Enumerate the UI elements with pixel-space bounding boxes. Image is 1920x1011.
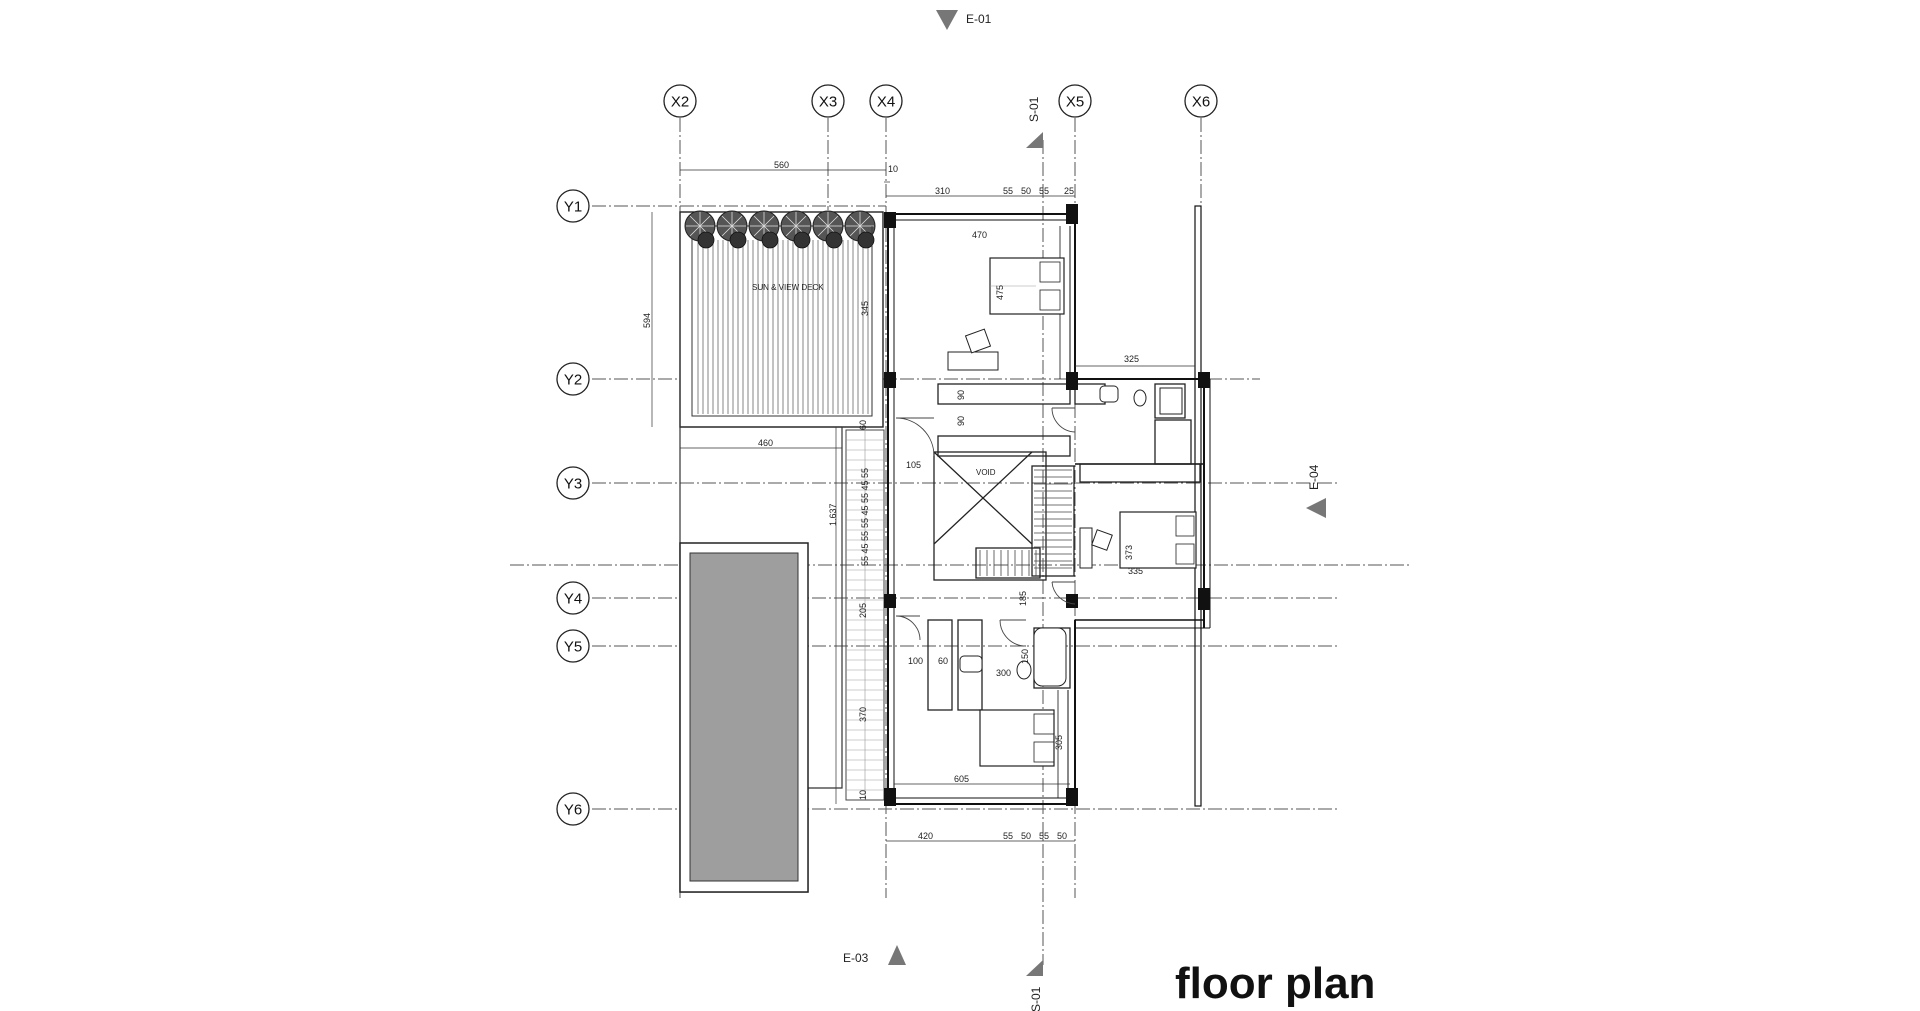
- pool: [679, 542, 809, 893]
- grid-bubble-y6: [556, 792, 590, 826]
- dim-420: 420: [918, 831, 933, 841]
- shrub: [812, 210, 844, 249]
- grid-label-x5: X5: [1066, 94, 1084, 111]
- section-markers: [888, 10, 1326, 976]
- dim-310: 310: [935, 186, 950, 196]
- dim-335: 335: [1128, 566, 1143, 576]
- dim-605: 605: [954, 774, 969, 784]
- dim-60-top: 60: [858, 420, 868, 430]
- shrub: [780, 210, 812, 249]
- door-swings: [895, 407, 1076, 647]
- elevation-e04-label: E-04: [1307, 464, 1321, 490]
- dim-594: 594: [642, 313, 652, 328]
- dim-55a: 55: [1003, 186, 1013, 196]
- grid-label-y4: Y4: [564, 591, 582, 608]
- shrub: [748, 210, 780, 249]
- dim-460: 460: [758, 438, 773, 448]
- grid-bubble-y5: [556, 629, 590, 663]
- grid-label-y5: Y5: [564, 639, 582, 656]
- grid-bubble-x2: [663, 84, 697, 118]
- dim-373: 373: [1124, 545, 1134, 560]
- bathroom-fixtures: [959, 385, 1183, 687]
- grid-bubble-y2: [556, 362, 590, 396]
- dim-100: 100: [908, 656, 923, 666]
- planting-row: [684, 210, 876, 249]
- grid-bubble-x5: [1058, 84, 1092, 118]
- dim-305: 305: [1054, 735, 1064, 750]
- drawing-title: floor plan: [1175, 959, 1375, 1008]
- shrub: [716, 210, 748, 249]
- section-s01-bottom-arrow: [1026, 960, 1043, 976]
- grid-lines: [510, 118, 1410, 965]
- staircase: [979, 469, 1072, 576]
- grid-bubble-labels: X2 X3 X4 X5 X6 Y1 Y2 Y3 Y4 Y5 Y6: [564, 94, 1210, 819]
- grid-bubble-y1: [556, 189, 590, 223]
- dim-90b: 90: [956, 416, 966, 426]
- dim-345: 345: [860, 301, 870, 316]
- dim-90a: 90: [956, 390, 966, 400]
- dim-60: 60: [938, 656, 948, 666]
- dim-470: 470: [972, 230, 987, 240]
- dim-300: 300: [996, 668, 1011, 678]
- elevation-e01-label: E-01: [966, 12, 992, 26]
- grid-label-y2: Y2: [564, 372, 582, 389]
- dim-105: 105: [906, 460, 921, 470]
- dimension-texts: 560 10 310 55 50 55 25 470 475 594 345 3…: [642, 160, 1143, 841]
- shrub: [844, 210, 876, 249]
- bedroom-1-desk: [947, 328, 999, 371]
- dim-50b: 50: [1021, 831, 1031, 841]
- section-s01-bottom-label: S-01: [1029, 986, 1043, 1011]
- grid-label-y6: Y6: [564, 802, 582, 819]
- sun-view-deck: [679, 211, 884, 428]
- dim-50c: 50: [1057, 831, 1067, 841]
- structural-columns: [884, 204, 1210, 806]
- dim-150: 150: [1020, 649, 1030, 664]
- grid-label-x3: X3: [819, 94, 837, 111]
- grid-bubble-y3: [556, 466, 590, 500]
- dim-10-bottom: 10: [858, 790, 868, 800]
- section-s01-top-arrow: [1026, 132, 1043, 148]
- dim-50a: 50: [1021, 186, 1031, 196]
- bedroom-1-bed: [989, 257, 1065, 315]
- bedroom-2-bed: [1119, 511, 1197, 569]
- grid-label-x2: X2: [671, 94, 689, 111]
- dim-370: 370: [858, 707, 868, 722]
- grid-bubble-x6: [1184, 84, 1218, 118]
- room-label-deck: SUN & VIEW DECK: [752, 283, 824, 292]
- grid-label-x4: X4: [877, 94, 895, 111]
- dimension-lines: [651, 169, 1195, 842]
- dim-205: 205: [858, 603, 868, 618]
- walkway-paving: [845, 429, 885, 801]
- dim-325: 325: [1124, 354, 1139, 364]
- section-s01-top-label: S-01: [1027, 96, 1041, 122]
- elevation-e03-label: E-03: [843, 951, 869, 965]
- dim-25: 25: [1064, 186, 1074, 196]
- grid-label-y3: Y3: [564, 476, 582, 493]
- dim-55c: 55: [1003, 831, 1013, 841]
- grid-label-y1: Y1: [564, 199, 582, 216]
- elevation-e03-arrow: [888, 945, 906, 965]
- bedroom-3-bed: [979, 709, 1055, 767]
- dim-55-45-series: 55 45 55 45 55: [860, 468, 870, 528]
- grid-bubble-x4: [869, 84, 903, 118]
- dim-55b: 55: [1039, 186, 1049, 196]
- dim-1637: 1.637: [828, 503, 838, 526]
- bedroom-2-desk: [1079, 527, 1113, 569]
- grid-bubble-x3: [811, 84, 845, 118]
- dim-55d: 55: [1039, 831, 1049, 841]
- grid-label-x6: X6: [1192, 94, 1210, 111]
- elevation-e04-arrow: [1306, 498, 1326, 518]
- dim-560: 560: [774, 160, 789, 170]
- dim-475: 475: [995, 285, 1005, 300]
- dim-55-45-55: 55 45 55: [860, 531, 870, 566]
- elevation-e01-arrow: [936, 10, 958, 30]
- grid-bubbles: [556, 84, 1218, 826]
- dim-185: 185: [1018, 591, 1028, 606]
- shrub: [684, 210, 716, 249]
- dim-10-top: 10: [888, 164, 898, 174]
- grid-bubble-y4: [556, 581, 590, 615]
- room-label-void: VOID: [976, 468, 996, 477]
